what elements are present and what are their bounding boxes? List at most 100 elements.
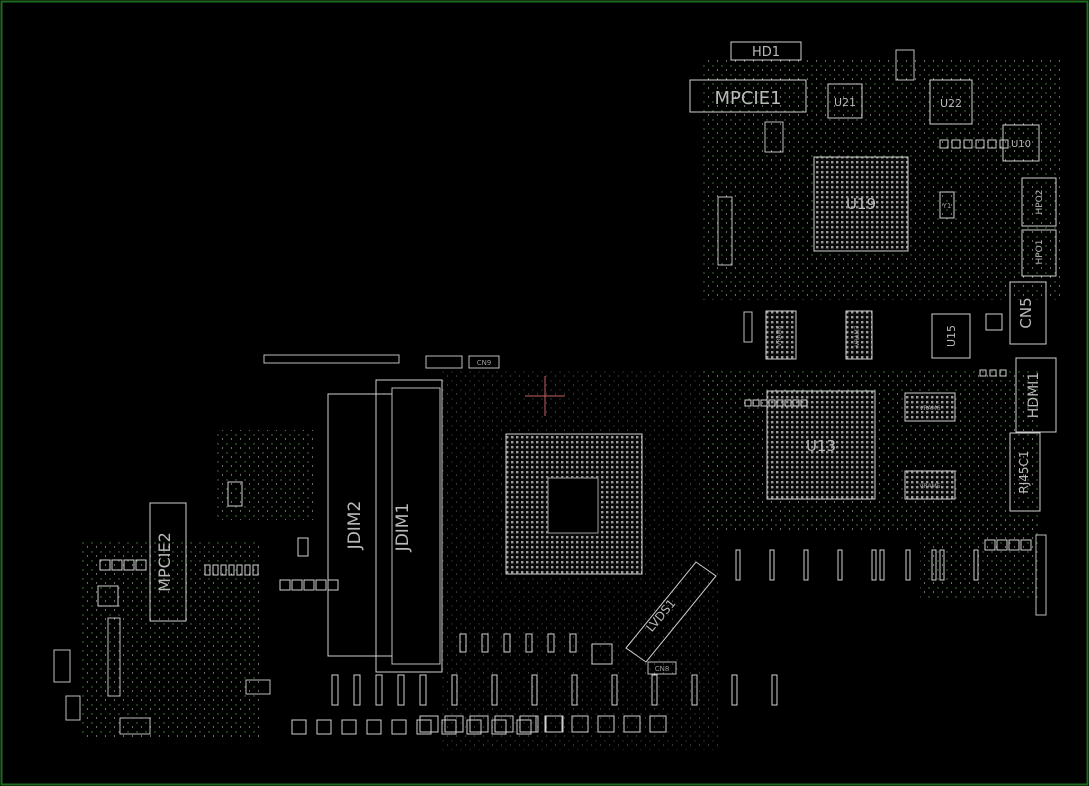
passive-part: [987, 139, 997, 149]
cn8-connector[interactable]: CN8: [647, 661, 677, 675]
passive-part: [792, 399, 800, 407]
passive-part: [691, 674, 698, 706]
passive-part: [252, 564, 259, 576]
vram7-chip[interactable]: VRAM7: [845, 310, 873, 360]
small-chip: [591, 643, 613, 665]
u19-chip[interactable]: U19: [813, 156, 909, 252]
passive-part: [879, 549, 885, 581]
hdmi1-connector[interactable]: HDMI1: [1015, 357, 1057, 433]
u22-label: U22: [940, 97, 962, 110]
hd1-connector[interactable]: HD1: [730, 41, 802, 61]
passive-part: [291, 719, 307, 735]
passive-part: [244, 564, 251, 576]
passive-part: [353, 674, 361, 706]
passive-part: [291, 579, 303, 591]
passive-part: [1008, 539, 1020, 551]
passive-part: [316, 719, 332, 735]
passive-part: [519, 715, 537, 733]
vram8-label: VRAM8: [776, 325, 783, 346]
passive-part: [341, 719, 357, 735]
u10-chip[interactable]: U10: [1002, 124, 1040, 162]
jdim2-slot[interactable]: JDIM2: [327, 393, 393, 657]
passive-part: [204, 564, 211, 576]
cn9-connector[interactable]: CN9: [468, 355, 500, 369]
cn9-label: CN9: [477, 359, 492, 367]
passive-part: [391, 719, 407, 735]
passive-part: [771, 674, 778, 706]
u22-chip[interactable]: U22: [929, 79, 973, 125]
passive-part: [623, 715, 641, 733]
passive-part: [735, 549, 741, 581]
hpo2-label: HPO2: [1035, 189, 1045, 214]
u13-chip[interactable]: U13: [766, 390, 876, 500]
hd1-label: HD1: [752, 45, 780, 60]
y1-crystal[interactable]: Y1: [939, 191, 955, 219]
rj45c1-connector[interactable]: RJ45C1: [1009, 432, 1041, 512]
passive-part: [451, 674, 458, 706]
u15-label: U15: [945, 325, 958, 347]
jdim2-label: JDIM2: [345, 501, 365, 551]
passive-part: [491, 674, 498, 706]
u21-chip[interactable]: U21: [827, 83, 863, 119]
passive-part: [939, 549, 945, 581]
passive-part: [459, 633, 467, 653]
small-part: [895, 49, 915, 81]
u13-label: U13: [806, 437, 836, 455]
mpcie1-slot[interactable]: MPCIE1: [689, 79, 807, 113]
passive-part: [135, 559, 147, 571]
hpo2-jack[interactable]: HPO2: [1021, 177, 1057, 227]
vram8-chip[interactable]: VRAM8: [765, 310, 797, 360]
passive-part: [731, 674, 738, 706]
cpu-socket[interactable]: [505, 433, 643, 575]
small-chip: [97, 585, 119, 607]
vram5-chip[interactable]: VRAM5: [904, 470, 956, 500]
passive-part: [416, 719, 432, 735]
passive-part: [744, 399, 752, 407]
vram6-chip[interactable]: VRAM6: [904, 392, 956, 422]
passive-part: [494, 715, 514, 733]
passive-part: [481, 633, 489, 653]
passive-part: [491, 719, 507, 735]
passive-part: [803, 549, 809, 581]
passive-part: [569, 633, 577, 653]
cn5-label: CN5: [1017, 297, 1035, 328]
vram5-label: VRAM5: [919, 483, 940, 490]
passive-part: [871, 549, 877, 581]
small-part: [119, 717, 151, 735]
passive-part: [444, 715, 464, 733]
hpo1-jack[interactable]: HPO1: [1021, 229, 1057, 277]
jdim1-slot[interactable]: JDIM1: [375, 379, 443, 673]
passive-part: [769, 549, 775, 581]
passive-part: [419, 715, 439, 733]
rj45c1-label: RJ45C1: [1017, 450, 1031, 493]
small-part: [53, 649, 71, 683]
resistor-array: [743, 311, 753, 343]
passive-part: [999, 369, 1007, 377]
small-part: [297, 537, 309, 557]
small-part: [227, 481, 243, 507]
passive-part: [366, 719, 382, 735]
mpcie2-slot[interactable]: MPCIE2: [149, 502, 187, 622]
passive-part: [951, 139, 961, 149]
mpcie2-label: MPCIE2: [155, 532, 174, 592]
passive-part: [571, 674, 578, 706]
passive-part: [989, 369, 997, 377]
small-chip: [985, 313, 1003, 331]
vram6-label: VRAM6: [919, 405, 940, 412]
passive-part: [571, 715, 589, 733]
passive-part: [999, 139, 1009, 149]
passive-part: [776, 399, 784, 407]
passive-part: [469, 715, 489, 733]
small-connector: [425, 355, 463, 369]
cn5-connector[interactable]: CN5: [1009, 281, 1047, 345]
mpcie1-label: MPCIE1: [714, 88, 781, 109]
passive-part: [963, 139, 973, 149]
y1-label: Y1: [942, 202, 952, 210]
u15-chip[interactable]: U15: [931, 313, 971, 359]
connector-strip: [1035, 534, 1047, 616]
header-strip: [263, 354, 400, 364]
passive-part: [441, 719, 457, 735]
passive-part: [784, 399, 792, 407]
